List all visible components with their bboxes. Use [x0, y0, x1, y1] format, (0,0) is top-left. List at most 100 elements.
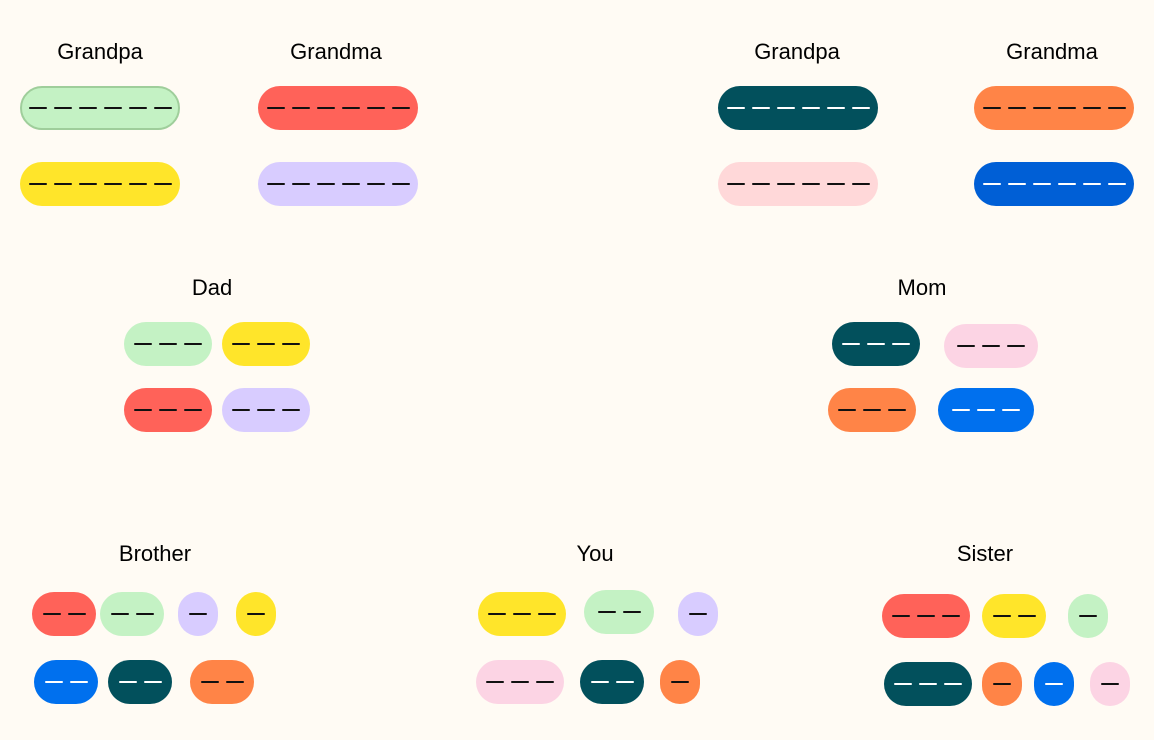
dash-placeholder-icon	[982, 344, 1000, 348]
dash-placeholder-icon	[513, 612, 531, 616]
member-label: Grandma	[290, 39, 382, 64]
member-label: Mom	[897, 275, 947, 300]
chromosome-segment-pill[interactable]	[660, 660, 700, 704]
dash-placeholder-icon	[103, 106, 122, 110]
chromosome-segment-pill[interactable]	[34, 660, 98, 704]
dash-placeholder-icon	[28, 106, 47, 110]
dash-placeholder-icon	[316, 182, 335, 186]
dash-placeholder-icon	[536, 680, 554, 684]
dash-placeholder-icon	[366, 106, 385, 110]
chromosome-segment-pill[interactable]	[20, 162, 180, 206]
dash-placeholder-icon	[78, 106, 97, 110]
dash-placeholder-icon	[291, 106, 310, 110]
dash-placeholder-icon	[977, 408, 995, 412]
member-label: Brother	[118, 541, 192, 566]
dash-placeholder-icon	[671, 680, 689, 684]
chromosome-segment-pill[interactable]	[222, 388, 310, 432]
dash-placeholder-icon	[952, 408, 970, 412]
dash-placeholder-icon	[134, 342, 152, 346]
member-label: Sister	[956, 541, 1014, 566]
chromosome-segment-pill[interactable]	[100, 592, 164, 636]
dash-placeholder-icon	[892, 342, 910, 346]
chromosome-segment-pill[interactable]	[982, 594, 1046, 638]
dash-placeholder-icon	[316, 106, 335, 110]
dash-placeholder-icon	[867, 342, 885, 346]
chromosome-segment-pill[interactable]	[1068, 594, 1108, 638]
chromosome-segment-pill[interactable]	[678, 592, 718, 636]
dash-placeholder-icon	[53, 182, 72, 186]
chromosome-segment-pill[interactable]	[258, 162, 418, 206]
dash-placeholder-icon	[247, 612, 265, 616]
dash-placeholder-icon	[103, 182, 122, 186]
dash-placeholder-icon	[44, 680, 63, 684]
dash-placeholder-icon	[1007, 182, 1026, 186]
chromosome-segment-pill[interactable]	[1090, 662, 1130, 706]
chromosome-segment-pill[interactable]	[222, 322, 310, 366]
dash-placeholder-icon	[184, 342, 202, 346]
chromosome-segment-pill[interactable]	[108, 660, 172, 704]
dash-placeholder-icon	[992, 614, 1011, 618]
chromosome-segment-pill[interactable]	[1034, 662, 1074, 706]
chromosome-segment-pill[interactable]	[944, 324, 1038, 368]
dash-placeholder-icon	[919, 682, 937, 686]
chromosome-segment-pill[interactable]	[974, 86, 1134, 130]
dash-placeholder-icon	[257, 342, 275, 346]
chromosome-segment-pill[interactable]	[476, 660, 564, 704]
dash-placeholder-icon	[1045, 682, 1063, 686]
chromosome-segment-pill[interactable]	[584, 590, 654, 634]
dash-placeholder-icon	[1082, 182, 1101, 186]
dash-placeholder-icon	[488, 612, 506, 616]
chromosome-segment-pill[interactable]	[974, 162, 1134, 206]
chromosome-segment-pill[interactable]	[884, 662, 972, 706]
chromosome-segment-pill[interactable]	[478, 592, 566, 636]
dash-placeholder-icon	[615, 680, 634, 684]
dash-placeholder-icon	[826, 182, 845, 186]
dash-placeholder-icon	[776, 182, 795, 186]
dash-placeholder-icon	[67, 612, 86, 616]
chromosome-segment-pill[interactable]	[20, 86, 180, 130]
dash-placeholder-icon	[826, 106, 845, 110]
chromosome-segment-pill[interactable]	[828, 388, 916, 432]
dash-placeholder-icon	[957, 344, 975, 348]
chromosome-segment-pill[interactable]	[718, 162, 878, 206]
chromosome-segment-pill[interactable]	[124, 322, 212, 366]
chromosome-segment-pill[interactable]	[580, 660, 644, 704]
chromosome-segment-pill[interactable]	[258, 86, 418, 130]
dash-placeholder-icon	[159, 408, 177, 412]
dash-placeholder-icon	[110, 612, 129, 616]
dash-placeholder-icon	[982, 182, 1001, 186]
dash-placeholder-icon	[1107, 182, 1126, 186]
dash-placeholder-icon	[689, 612, 707, 616]
member-label: Grandma	[1006, 39, 1098, 64]
dash-placeholder-icon	[801, 106, 820, 110]
dash-placeholder-icon	[291, 182, 310, 186]
chromosome-segment-pill[interactable]	[190, 660, 254, 704]
dash-placeholder-icon	[1007, 344, 1025, 348]
chromosome-segment-pill[interactable]	[718, 86, 878, 130]
member-label: Dad	[191, 275, 233, 300]
chromosome-segment-pill[interactable]	[32, 592, 96, 636]
chromosome-segment-pill[interactable]	[882, 594, 970, 638]
dash-placeholder-icon	[341, 182, 360, 186]
dash-placeholder-icon	[69, 680, 88, 684]
dash-placeholder-icon	[232, 342, 250, 346]
dash-placeholder-icon	[486, 680, 504, 684]
dash-placeholder-icon	[159, 342, 177, 346]
dash-placeholder-icon	[1032, 106, 1051, 110]
dash-placeholder-icon	[863, 408, 881, 412]
dash-placeholder-icon	[184, 408, 202, 412]
dash-placeholder-icon	[1057, 182, 1076, 186]
chromosome-segment-pill[interactable]	[938, 388, 1034, 432]
dash-placeholder-icon	[153, 106, 172, 110]
chromosome-segment-pill[interactable]	[832, 322, 920, 366]
dash-placeholder-icon	[851, 106, 870, 110]
chromosome-segment-pill[interactable]	[236, 592, 276, 636]
member-label: Grandpa	[57, 39, 143, 64]
chromosome-segment-pill[interactable]	[124, 388, 212, 432]
chromosome-segment-pill[interactable]	[982, 662, 1022, 706]
dash-placeholder-icon	[726, 182, 745, 186]
dash-placeholder-icon	[993, 682, 1011, 686]
dash-placeholder-icon	[838, 408, 856, 412]
chromosome-segment-pill[interactable]	[178, 592, 218, 636]
dash-placeholder-icon	[200, 680, 219, 684]
